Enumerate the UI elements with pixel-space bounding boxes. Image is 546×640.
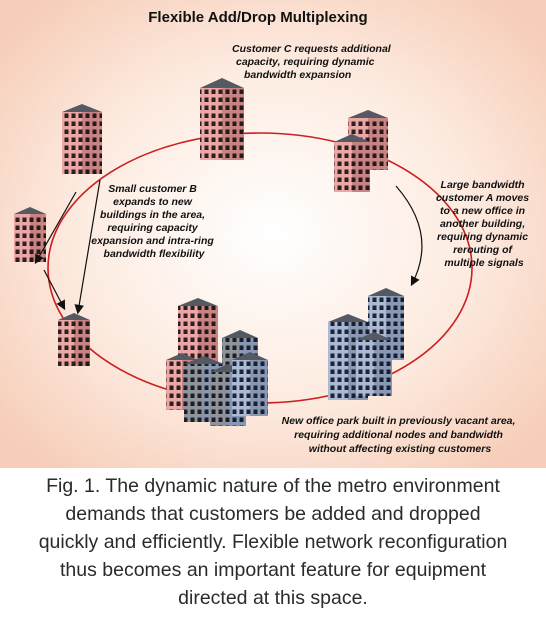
caption-line: demands that customers be added and drop… [65, 503, 481, 525]
annotation-office-park: New office park built in previously vaca… [282, 415, 519, 455]
caption-line: quickly and efficiently. Flexible networ… [38, 531, 508, 553]
building-customer-b-original [62, 104, 102, 174]
annotation-customer-c: Customer C requests additional capacity,… [232, 43, 394, 81]
building-customer-b-expansion-1 [14, 207, 46, 262]
arrow-b-to-left [34, 191, 77, 265]
diagram-figure: Flexible Add/Drop Multiplexing [0, 0, 546, 468]
caption-line: Fig. 1. The dynamic nature of the metro … [46, 475, 500, 497]
arrow-b-to-lower [74, 179, 101, 315]
caption-line: directed at this space. [178, 587, 368, 609]
arrow-left-to-lower [43, 269, 66, 311]
caption-line: thus becomes an important feature for eq… [60, 559, 486, 581]
building-customer-a-new-office [328, 288, 404, 400]
building-customer-a [334, 110, 388, 192]
arrow-a-moves [395, 185, 423, 287]
diagram-title: Flexible Add/Drop Multiplexing [148, 9, 367, 26]
figure-caption: Fig. 1. The dynamic nature of the metro … [0, 472, 546, 612]
annotation-customer-b: Small customer B expands to new building… [91, 183, 216, 260]
building-customer-c [200, 78, 244, 160]
building-customer-b-expansion-2 [58, 313, 90, 366]
building-new-office-park [166, 298, 268, 426]
annotation-customer-a: Large bandwidth customer A moves to a ne… [436, 179, 532, 269]
